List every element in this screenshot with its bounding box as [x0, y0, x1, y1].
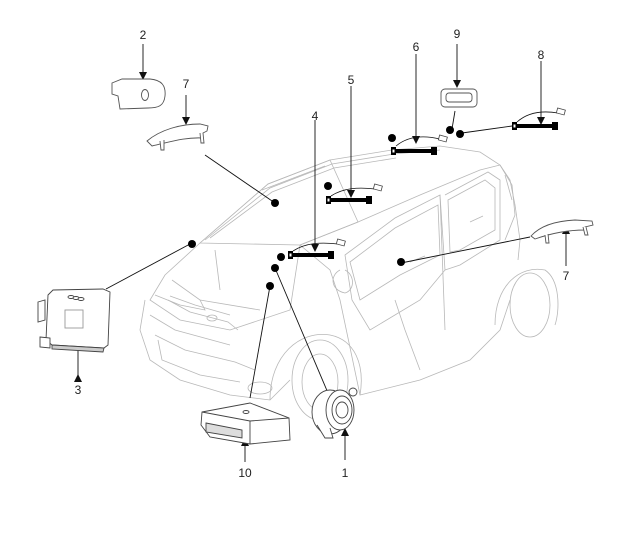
antenna-4: [288, 238, 346, 259]
marker-1-button: [271, 264, 279, 272]
callout-3: 3: [75, 383, 82, 397]
control-module: [37, 288, 111, 353]
smart-key-fob: [111, 78, 166, 110]
marker-5-antenna: [324, 182, 332, 190]
marker-9-switch: [446, 126, 454, 134]
callout-8: 8: [538, 48, 545, 62]
leader-lines: [77, 44, 567, 462]
start-stop-button: [311, 387, 358, 439]
tailgate-switch: [440, 88, 478, 108]
car-outline: [139, 145, 559, 421]
location-markers: [188, 126, 464, 290]
marker-3-module: [188, 240, 196, 248]
callout-6: 6: [413, 40, 420, 54]
callout-1: 1: [342, 466, 349, 480]
antenna-6: [391, 134, 448, 155]
callout-10: 10: [238, 466, 252, 480]
callout-9: 9: [454, 27, 461, 41]
marker-4-antenna: [277, 253, 285, 261]
antenna-5: [326, 183, 383, 204]
door-handle-left: [146, 123, 209, 151]
callout-7-right: 7: [563, 269, 570, 283]
marker-8-antenna: [456, 130, 464, 138]
callout-5: 5: [348, 73, 355, 87]
door-handle-right: [530, 219, 594, 244]
marker-6-antenna: [388, 134, 396, 142]
marker-7-handle: [271, 199, 279, 207]
callout-4: 4: [312, 109, 319, 123]
immobilizer-module: [200, 402, 291, 445]
marker-10-immobilizer: [266, 282, 274, 290]
callout-2: 2: [140, 28, 147, 42]
callout-numbers: 2 7 3 4 5 6 9 8 7 10 1: [75, 27, 570, 480]
callout-7-left: 7: [183, 77, 190, 91]
antenna-8: [512, 107, 566, 130]
marker-7-right-handle: [397, 258, 405, 266]
